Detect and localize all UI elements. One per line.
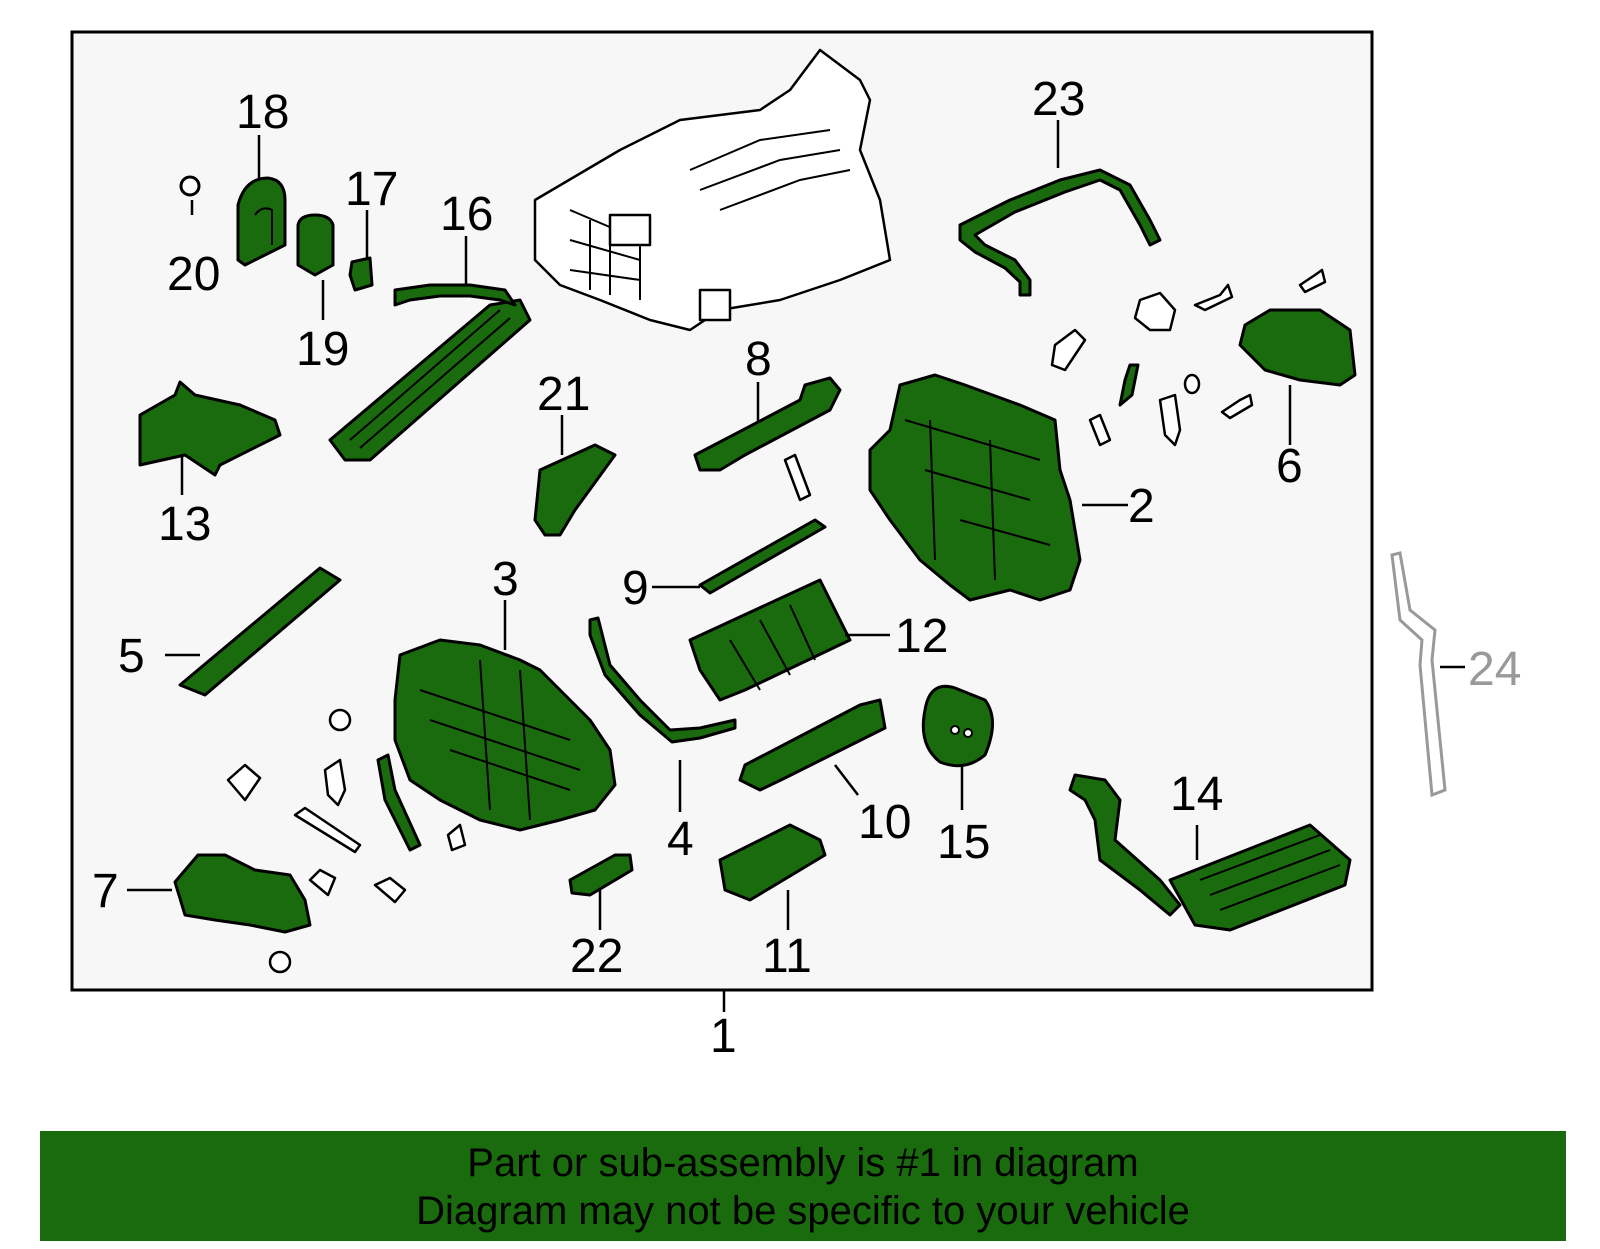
callout-24: 24 [1468,643,1521,696]
callout-17: 17 [345,163,398,216]
part-21[interactable] [533,443,617,537]
callout-11: 11 [762,930,812,983]
callout-7: 7 [92,865,119,918]
callout-4: 4 [667,813,694,866]
part-19[interactable] [296,213,335,277]
callout-3: 3 [492,553,519,606]
evaporator-part-16[interactable] [328,283,532,462]
callout-20: 20 [167,248,220,301]
callout-12: 12 [895,610,948,663]
upper-housing-part[interactable] [533,48,892,332]
callout-21: 21 [537,368,590,421]
part-10[interactable] [738,698,887,792]
duct-part-13[interactable] [138,380,282,477]
callout-13: 13 [158,498,211,551]
callout-22: 22 [570,930,623,983]
part-17[interactable] [348,256,374,292]
filter-part-5[interactable] [178,566,342,697]
part-9[interactable] [698,518,827,595]
callout-1: 1 [710,1010,737,1063]
callout-23: 23 [1032,73,1085,126]
sensor-part-22[interactable] [568,853,634,897]
o-ring-part-20[interactable] [179,175,201,197]
pipe-part-23[interactable] [958,168,1162,297]
tube-part-4[interactable] [588,616,737,744]
info-banner: Part or sub-assembly is #1 in diagram Di… [40,1131,1566,1241]
part-7[interactable] [173,853,312,934]
callout-9: 9 [622,562,649,615]
callout-14: 14 [1170,768,1223,821]
callout-18: 18 [236,86,289,139]
heater-core-part-14[interactable] [1068,773,1352,932]
callout-2: 2 [1128,480,1155,533]
part-8[interactable] [693,376,842,472]
banner-line-2: Diagram may not be specific to your vehi… [416,1189,1190,1233]
callout-5: 5 [118,630,145,683]
callout-8: 8 [745,333,772,386]
callout-16: 16 [440,188,493,241]
banner-line-1: Part or sub-assembly is #1 in diagram [467,1141,1139,1185]
callout-15: 15 [937,816,990,869]
callout-19: 19 [296,323,349,376]
actuator-part-6[interactable] [1238,308,1357,387]
hose-part-24[interactable] [1390,551,1447,798]
callout-6: 6 [1276,440,1303,493]
callout-10: 10 [858,796,911,849]
part-18[interactable] [236,176,287,267]
part-11[interactable] [718,823,827,902]
blower-case-part-2[interactable] [868,373,1082,602]
case-part-3[interactable] [393,638,617,832]
